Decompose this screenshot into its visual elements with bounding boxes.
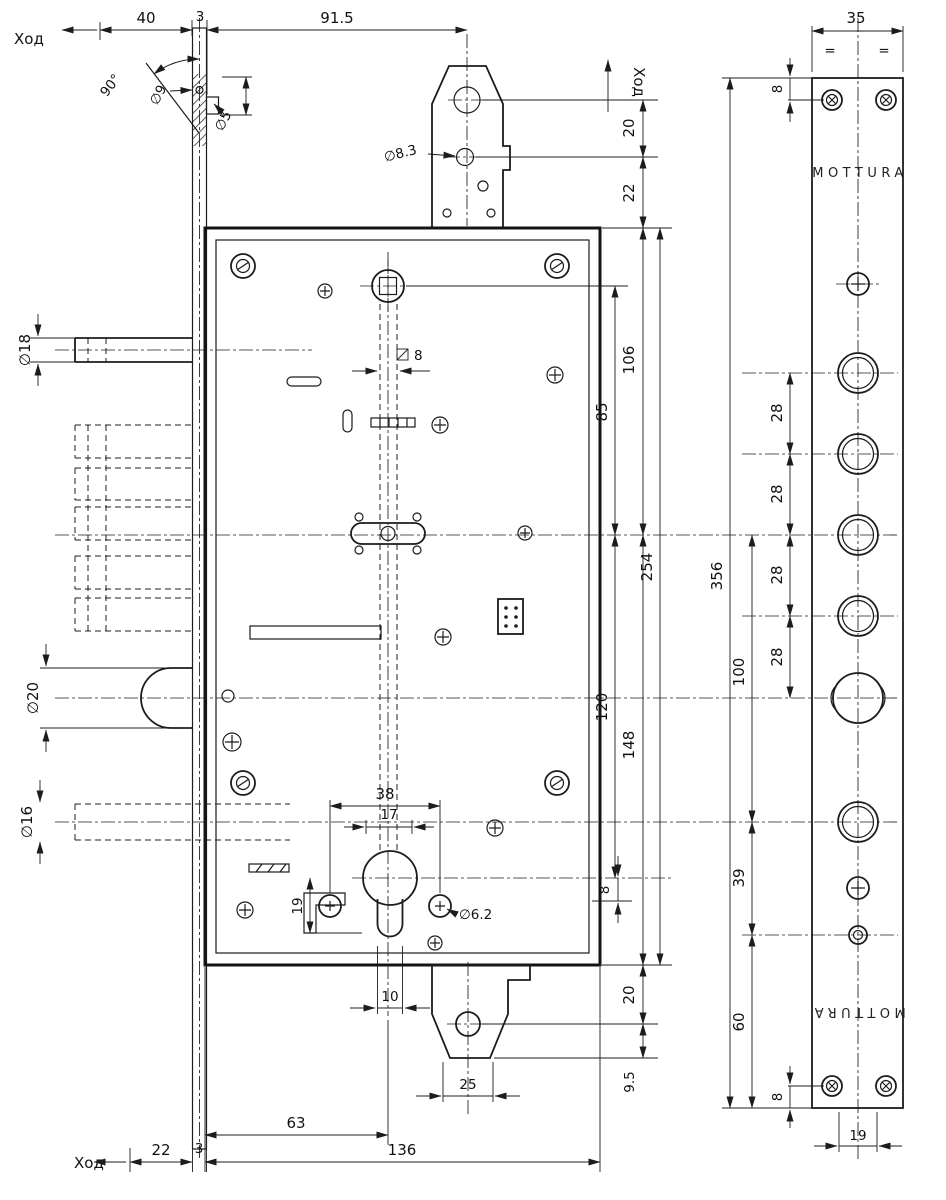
dim-28-2: 28 <box>768 484 786 503</box>
dim-dia-8-3-group: ∅8.3 <box>382 142 456 166</box>
small-rod <box>248 863 290 873</box>
sym-eq-right: = <box>878 43 889 59</box>
dim-19-panel: 19 <box>849 1128 866 1144</box>
dim-25-group: 25 <box>416 1062 520 1102</box>
code-block <box>497 598 524 635</box>
pin-detail <box>205 96 220 115</box>
deadbolt-dashed-rows <box>74 424 192 632</box>
dim-9-5: 9.5 <box>622 1071 638 1092</box>
stroke-label-bottom: Ход <box>74 1154 104 1172</box>
cylinder-fixing-screws <box>318 894 452 918</box>
latch-bolt-dia20: ∅20 <box>24 644 192 752</box>
door-swing-detail: 90° ∅9 ∅5 <box>97 55 252 134</box>
dim-8-panel-bottom: 8 <box>770 1093 786 1102</box>
dim-35: 35 <box>846 9 865 27</box>
latch-lever <box>303 892 346 934</box>
dim-356: 356 <box>708 562 726 591</box>
dim-3-top: 3 <box>196 9 205 25</box>
slide-bar <box>249 625 382 640</box>
dim-60: 60 <box>730 1012 748 1031</box>
plate-corner-screw-tr <box>875 89 897 111</box>
dim-40: 40 <box>136 9 155 27</box>
phillips-screws <box>222 283 564 951</box>
cylinder-dimensions: 38 17 19 ∅6.2 8 10 <box>290 785 632 1014</box>
internal-parts <box>221 376 524 934</box>
dim-148: 148 <box>620 731 638 760</box>
bottom-dimensions: 63 136 22 3 Ход <box>74 967 601 1172</box>
dim-19-cyl: 19 <box>290 897 306 914</box>
stroke-label-top: Ход <box>14 30 44 48</box>
dim-square-8: 8 <box>352 348 430 375</box>
dim-85: 85 <box>593 402 611 421</box>
stroke-label-right: Ход <box>630 67 648 97</box>
dim-dia-6-2: ∅6.2 <box>459 907 492 923</box>
euro-cylinder <box>352 850 672 938</box>
dim-10: 10 <box>381 989 398 1005</box>
faceplate-hole <box>195 85 204 95</box>
toothed-part <box>370 417 416 428</box>
dim-28-3: 28 <box>768 565 786 584</box>
dim-25: 25 <box>459 1077 476 1093</box>
dim-3-bottom: 3 <box>195 1141 204 1157</box>
dim-106: 106 <box>620 346 638 375</box>
dim-100: 100 <box>730 658 748 687</box>
right-dim-chains: 85 120 106 148 254 20 9.5 356 <box>406 77 812 1109</box>
brand-bottom: MOTTURA <box>810 1004 906 1019</box>
dim-20-bottom: 20 <box>620 985 638 1004</box>
dim-dia-5: ∅5 <box>212 108 236 133</box>
dim-8-cyl: 8 <box>597 886 613 895</box>
dim-dia-20: ∅20 <box>24 682 42 714</box>
dim-22-top: 22 <box>620 183 638 202</box>
sym-eq-left: = <box>824 43 835 59</box>
plate-corner-screw-br <box>875 1075 897 1097</box>
dim-28-4: 28 <box>768 647 786 666</box>
side-plate: MOTTURA MOTTURA <box>742 18 908 1160</box>
dim-63: 63 <box>286 1114 305 1132</box>
dim-39: 39 <box>730 868 748 887</box>
center-lever <box>350 512 426 555</box>
dim-38: 38 <box>375 785 394 803</box>
dim-28-1: 28 <box>768 403 786 422</box>
case-fixing-screws <box>230 253 570 796</box>
bolt-dia16: ∅16 <box>18 780 290 864</box>
dim-angle-90: 90° <box>97 71 124 100</box>
stroke-direction-right: Ход <box>604 59 648 112</box>
dim-120: 120 <box>593 693 611 722</box>
dim-dia-18: ∅18 <box>16 334 34 366</box>
dim-17: 17 <box>380 807 397 823</box>
dim-136: 136 <box>388 1141 417 1159</box>
dim-22-bottom: 22 <box>151 1141 170 1159</box>
dim-91-5: 91.5 <box>320 9 353 27</box>
dim-dia-18-group: ∅18 <box>16 314 77 386</box>
dim-254: 254 <box>638 553 656 582</box>
spindle-guide-lines <box>379 304 398 852</box>
plate-corner-screw-bl <box>821 1075 843 1097</box>
dim-dia-8-3: ∅8.3 <box>382 142 418 166</box>
bottom-strike-plate <box>431 962 531 1115</box>
plate-corner-screw-tl <box>821 89 843 111</box>
dim-8-panel-top: 8 <box>770 85 786 94</box>
cylinder-hole <box>832 672 884 724</box>
brand-top: MOTTURA <box>812 166 908 181</box>
dim-chain-bracket-top: 20 22 <box>476 99 672 229</box>
side-plate-dimensions: 35 = = 8 28 28 28 28 100 39 60 8 19 <box>730 9 904 1152</box>
dim-dia-9: ∅9 <box>147 82 171 107</box>
dim-dia-16: ∅16 <box>18 806 36 838</box>
top-dimensions: Ход 40 3 91.5 <box>14 9 468 95</box>
dim-square-8-label: 8 <box>414 348 423 364</box>
dim-20-top: 20 <box>620 118 638 137</box>
top-strike-plate <box>431 34 511 228</box>
